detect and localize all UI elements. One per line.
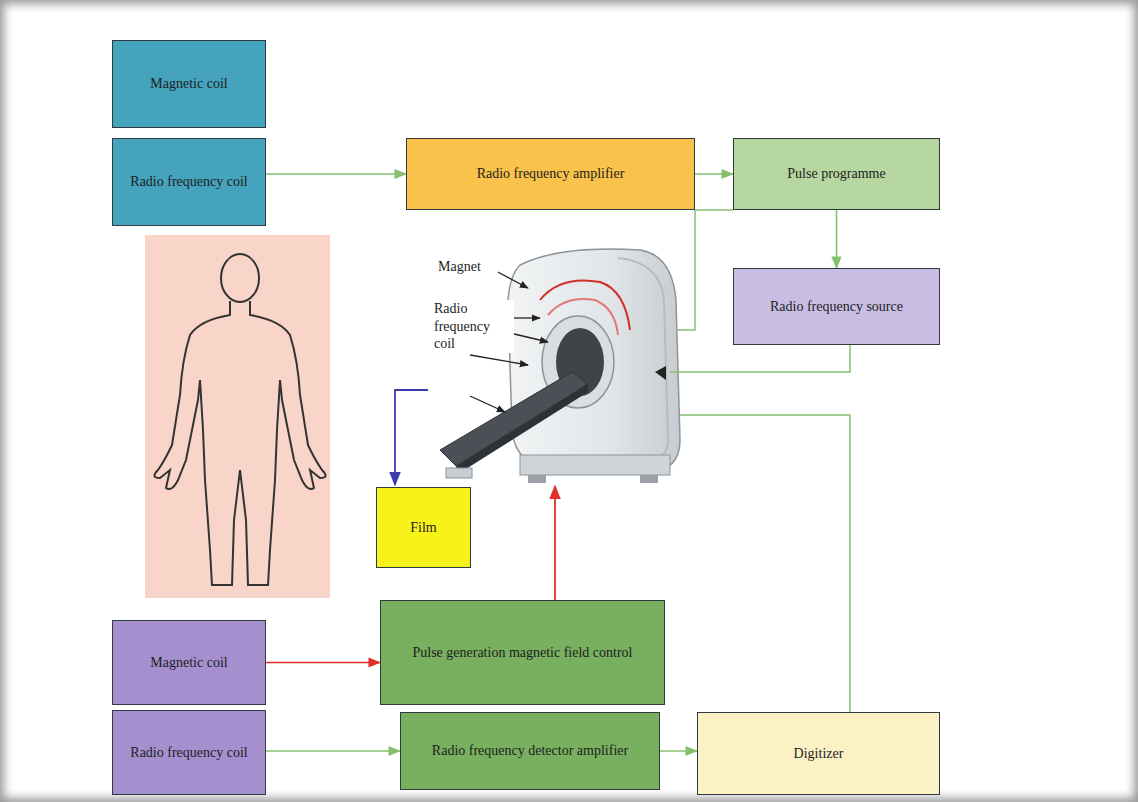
process-box: Pulse programme	[733, 138, 940, 210]
process-box: Digitizer	[697, 712, 940, 795]
human-silhouette	[154, 254, 325, 585]
node-label: Pulse programme	[787, 165, 885, 183]
node-label: Pulse generation magnetic field control	[412, 644, 632, 662]
output-box: Film	[376, 487, 471, 568]
node-label: Radio frequency coil	[130, 173, 247, 191]
node-label: Digitizer	[794, 745, 844, 763]
coil-box: Radio frequency coil	[112, 138, 266, 226]
node-label: Radio frequency source	[770, 298, 903, 316]
coil-box: Radio frequency coil	[112, 710, 266, 795]
part-label: Radio frequency coil	[432, 300, 514, 353]
coil-box: Magnetic coil	[112, 40, 266, 128]
connector-arrow	[836, 210, 838, 268]
body-panel	[145, 235, 330, 598]
connector-arrow	[266, 662, 380, 664]
node-label: Radio frequency amplifier	[477, 165, 625, 183]
connector-arrow	[266, 750, 400, 752]
coil-box: Magnetic coil	[112, 620, 266, 705]
amplifier-box: Radio frequency amplifier	[406, 138, 695, 210]
node-label: Radio frequency detector amplifier	[432, 742, 628, 760]
node-label: Radio frequency coil	[130, 744, 247, 762]
film-bracket	[395, 390, 428, 485]
control-arrow	[554, 486, 556, 600]
mri-scanner	[440, 249, 680, 483]
node-label: Magnetic coil	[150, 75, 227, 93]
amplifier-box: Radio frequency detector amplifier	[400, 712, 660, 790]
connector-arrow	[660, 750, 697, 752]
connector-arrow	[695, 173, 733, 175]
node-label: Film	[410, 519, 436, 537]
control-box: Pulse generation magnetic field control	[380, 600, 665, 705]
node-label: Magnetic coil	[150, 654, 227, 672]
part-label: Magnet	[436, 258, 498, 276]
source-box: Radio frequency source	[733, 268, 940, 345]
connector-arrow	[266, 173, 406, 175]
